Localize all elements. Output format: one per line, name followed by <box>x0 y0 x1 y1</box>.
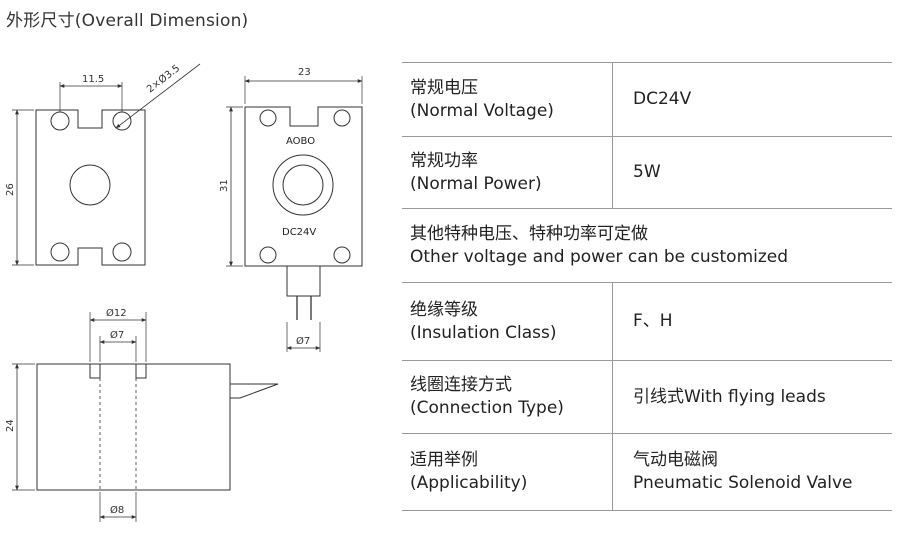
spec-value-cn: 气动电磁阀 <box>633 450 718 470</box>
voltage-mark: DC24V <box>282 227 316 238</box>
spec-label-en: (Normal Voltage) <box>410 100 554 121</box>
custom-note-en: Other voltage and power can be customize… <box>410 246 789 267</box>
page-title: 外形尺寸(Overall Dimension) <box>6 11 249 31</box>
spec-row-connection: 线圈连接方式 (Connection Type) 引线式With flying … <box>402 360 892 434</box>
side-view <box>226 76 362 352</box>
dim-outer-label: Ø12 <box>106 307 127 319</box>
spec-label-connection: 线圈连接方式 (Connection Type) <box>402 360 613 434</box>
dim-inner-top-label: Ø7 <box>110 329 124 341</box>
spec-custom-note: 其他特种电压、特种功率可定做 Other voltage and power c… <box>402 208 892 283</box>
coil-body <box>37 364 230 490</box>
spec-row-applicability: 适用举例 (Applicability) 气动电磁阀 Pneumatic Sol… <box>402 433 892 511</box>
front-mount-hole-top-left <box>51 112 69 130</box>
spec-label-cn: 常规功率 <box>410 150 478 171</box>
dim-hole-spacing-label: 11.5 <box>82 74 104 85</box>
spec-label-power: 常规功率 (Normal Power) <box>402 136 613 209</box>
spec-row-custom-note: 其他特种电压、特种功率可定做 Other voltage and power c… <box>402 208 892 283</box>
spec-value-applicability: 气动电磁阀 Pneumatic Solenoid Valve <box>612 433 892 511</box>
front-view-outline <box>36 110 145 265</box>
dim-front-height-label: 26 <box>5 183 16 196</box>
lead-wire <box>230 384 278 398</box>
section-view <box>12 312 278 522</box>
custom-note-cn: 其他特种电压、特种功率可定做 <box>410 223 648 244</box>
side-mount-hole-bottom-left <box>260 247 276 263</box>
connector-block <box>287 266 320 296</box>
side-mount-hole-top-left <box>260 110 276 126</box>
dim-side-height-label: 31 <box>219 179 230 192</box>
spec-label-cn: 线圈连接方式 <box>410 375 512 395</box>
side-boss-inner <box>283 165 323 205</box>
spec-label-cn: 适用举例 <box>410 450 478 470</box>
spec-value-power: 5W <box>612 136 892 209</box>
top-step <box>90 364 146 378</box>
leader-hole-dia <box>115 64 200 128</box>
dimension-drawing: 11.5 2×Ø3.5 26 23 31 AOBO DC24V Ø7 <box>5 62 400 541</box>
spec-label-cn: 绝缘等级 <box>410 299 478 320</box>
side-mount-hole-bottom-right <box>334 247 350 263</box>
side-boss-outer <box>273 155 333 215</box>
brand-mark: AOBO <box>286 136 315 147</box>
side-view-outline <box>245 107 362 266</box>
dim-side-width-label: 23 <box>298 67 311 78</box>
spec-row-power: 常规功率 (Normal Power) 5W <box>402 136 892 209</box>
spec-value-insulation: F、H <box>612 282 892 361</box>
front-mount-hole-top-right <box>113 112 131 130</box>
spec-label-en: (Connection Type) <box>410 398 564 418</box>
side-mount-hole-top-right <box>334 110 350 126</box>
front-mount-hole-bottom-left <box>51 243 69 261</box>
front-center-boss <box>70 165 110 205</box>
spec-value-voltage: DC24V <box>612 62 892 137</box>
front-mount-hole-bottom-right <box>113 243 131 261</box>
spec-label-voltage: 常规电压 (Normal Voltage) <box>402 62 613 137</box>
spec-label-en: (Insulation Class) <box>410 322 557 343</box>
spec-value-en: Pneumatic Solenoid Valve <box>633 473 853 493</box>
dim-hole-dia-label: 2×Ø3.5 <box>144 62 182 95</box>
spec-label-cn: 常规电压 <box>410 77 478 98</box>
dim-section-height-label: 24 <box>5 419 16 432</box>
dim-bore-label: Ø8 <box>110 504 124 516</box>
spec-value-connection: 引线式With flying leads <box>612 360 892 434</box>
front-view <box>12 64 200 265</box>
spec-row-insulation: 绝缘等级 (Insulation Class) F、H <box>402 282 892 361</box>
spec-label-en: (Applicability) <box>410 473 528 493</box>
spec-label-applicability: 适用举例 (Applicability) <box>402 433 613 511</box>
spec-row-voltage: 常规电压 (Normal Voltage) DC24V <box>402 62 892 137</box>
spec-label-en: (Normal Power) <box>410 173 542 194</box>
spec-label-insulation: 绝缘等级 (Insulation Class) <box>402 282 613 361</box>
spec-table: 常规电压 (Normal Voltage) DC24V 常规功率 (Normal… <box>402 62 892 511</box>
dim-pin-label: Ø7 <box>296 335 310 347</box>
